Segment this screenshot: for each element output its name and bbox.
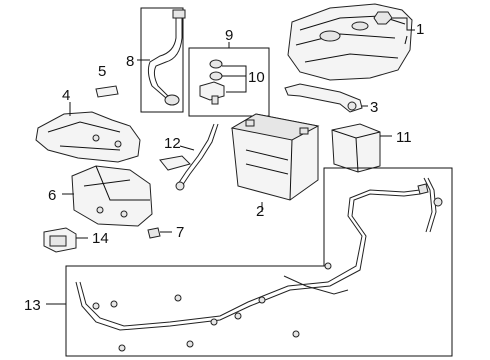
leader-1a [392,17,415,31]
leader-10a [222,65,247,93]
fuse-block [43,227,77,253]
wiring-harness [75,177,443,352]
relay-box [331,123,381,173]
callout-14: 14 [92,230,109,247]
callout-1: 1 [416,21,424,38]
battery-cover [287,3,413,81]
callout-7: 7 [176,224,184,241]
leader-12 [179,145,195,151]
leader-1b [404,35,408,45]
callout-2: 2 [256,203,264,220]
callout-13: 13 [24,297,41,314]
hold-down-bar [284,83,363,113]
callout-10: 10 [248,69,265,86]
callout-12: 12 [164,135,181,152]
small-pad [95,85,119,98]
temp-sensor [159,123,219,191]
callout-4: 4 [62,87,70,104]
callout-6: 6 [48,187,56,204]
battery [230,113,320,201]
callout-11: 11 [396,129,412,146]
bolt [147,227,161,239]
callout-8: 8 [126,53,134,70]
callout-5: 5 [98,63,106,80]
battery-tray [35,111,141,163]
callout-3: 3 [370,99,378,116]
battery-cable [147,9,186,106]
harness-outline [65,167,453,357]
callout-9: 9 [225,27,233,44]
terminal-nuts [199,59,225,105]
battery-box [71,165,153,227]
